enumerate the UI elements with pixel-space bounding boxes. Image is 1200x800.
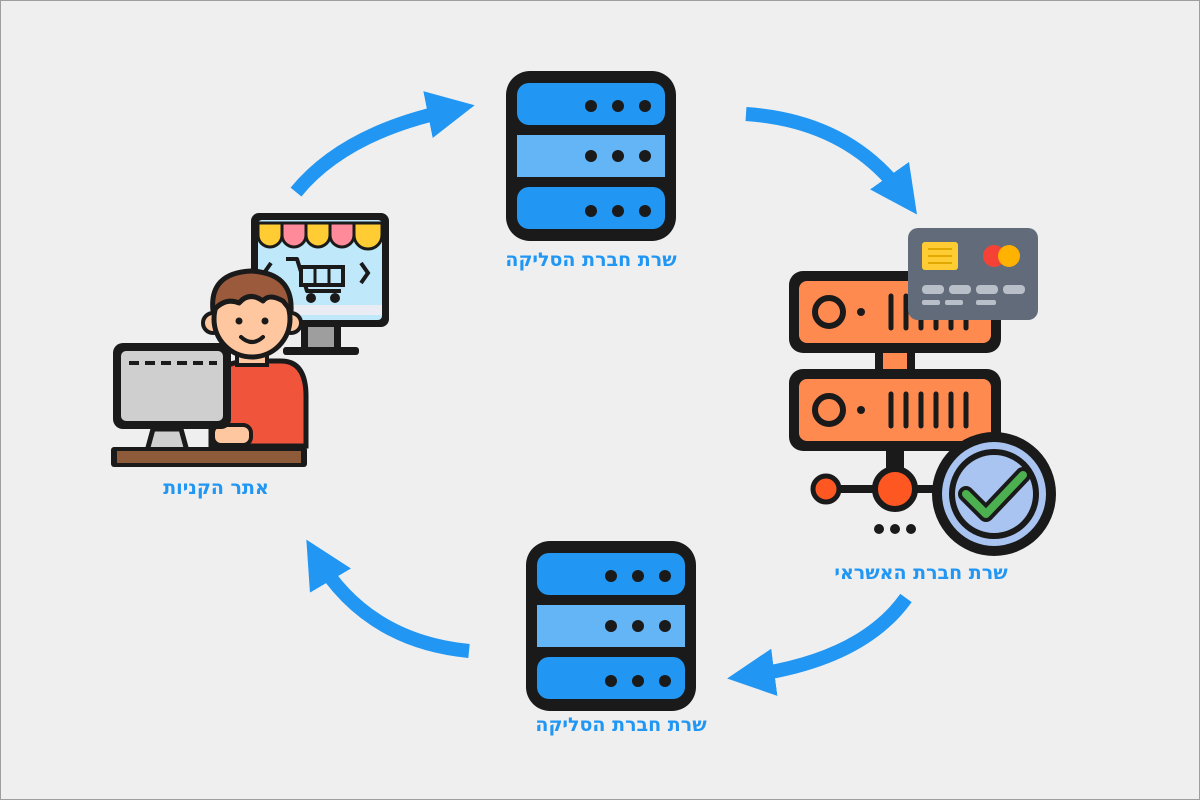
node-label-shop: אתר הקניות: [163, 477, 269, 499]
arrow-shop-to-clearing: [290, 91, 475, 197]
server-icon: [526, 541, 696, 711]
server-icon: [506, 71, 676, 241]
arrow-clearing-to-shop: [306, 539, 470, 658]
node-label-clearing-top: שרת חברת הסליקה: [505, 249, 677, 271]
arrow-clearing-to-credit: [745, 107, 917, 215]
online-shopper-icon: [111, 213, 389, 467]
credit-card-server-icon: [789, 228, 1056, 556]
node-label-clearing-bottom: שרת חברת הסליקה: [535, 714, 707, 736]
node-label-credit: שרת חברת האשראי: [834, 562, 1008, 584]
arrow-credit-to-clearing: [727, 593, 912, 696]
